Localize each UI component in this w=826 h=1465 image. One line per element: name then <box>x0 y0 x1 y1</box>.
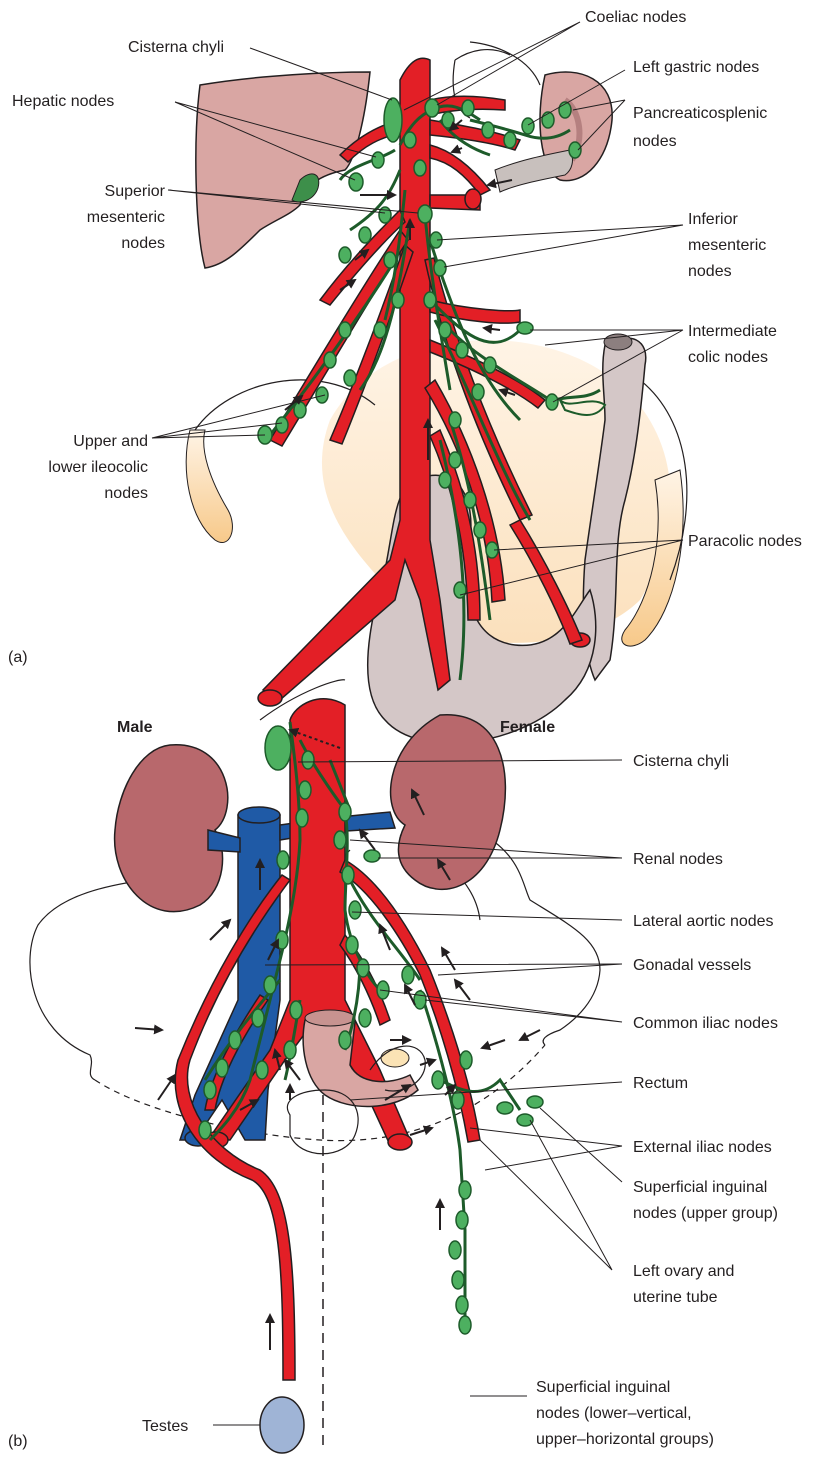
label-superior-mesenteric-2: mesenteric <box>87 209 165 226</box>
label-cisterna-chyli-b: Cisterna chyli <box>633 753 729 770</box>
label-pancreaticosplenic-1: Pancreaticosplenic <box>633 105 767 122</box>
liver <box>196 72 370 268</box>
label-inferior-mesenteric-3: nodes <box>688 263 732 280</box>
panel-a: Coeliac nodes Cisterna chyli Left gastri… <box>8 9 802 743</box>
label-gonadal-vessels: Gonadal vessels <box>633 957 751 974</box>
label-superficial-inguinal-lower-2: nodes (lower–vertical, <box>536 1405 692 1422</box>
label-rectum: Rectum <box>633 1075 688 1092</box>
label-intermediate-colic-2: colic nodes <box>688 349 768 366</box>
label-superior-mesenteric-3: nodes <box>121 235 165 252</box>
label-pancreaticosplenic-2: nodes <box>633 133 677 150</box>
label-male: Male <box>117 719 153 736</box>
label-left-ovary-1: Left ovary and <box>633 1263 734 1280</box>
label-superficial-inguinal-lower-3: upper–horizontal groups) <box>536 1431 714 1448</box>
label-renal-nodes: Renal nodes <box>633 851 723 868</box>
label-left-gastric-nodes: Left gastric nodes <box>633 59 759 76</box>
label-left-ovary-2: uterine tube <box>633 1289 718 1306</box>
label-paracolic-nodes: Paracolic nodes <box>688 533 802 550</box>
label-external-iliac-nodes: External iliac nodes <box>633 1139 772 1156</box>
label-testes: Testes <box>142 1418 188 1435</box>
label-ileocolic-1: Upper and <box>73 433 148 450</box>
label-hepatic-nodes: Hepatic nodes <box>12 93 114 110</box>
kidney-right <box>391 715 506 890</box>
label-cisterna-chyli-a: Cisterna chyli <box>128 39 224 56</box>
pancreas <box>495 150 572 192</box>
label-female: Female <box>500 719 555 736</box>
label-inferior-mesenteric-1: Inferior <box>688 211 738 228</box>
panel-a-letter: (a) <box>8 649 28 666</box>
label-superficial-inguinal-upper-2: nodes (upper group) <box>633 1205 778 1222</box>
panel-b-letter: (b) <box>8 1433 28 1450</box>
testes <box>260 1397 304 1453</box>
label-ileocolic-2: lower ileocolic <box>48 459 148 476</box>
label-superior-mesenteric-1: Superior <box>105 183 166 200</box>
panel-b: Male Female Cisterna chyli Renal nodes L… <box>8 680 778 1453</box>
label-lateral-aortic-nodes: Lateral aortic nodes <box>633 913 774 930</box>
label-ileocolic-3: nodes <box>104 485 148 502</box>
label-inferior-mesenteric-2: mesenteric <box>688 237 766 254</box>
label-common-iliac-nodes: Common iliac nodes <box>633 1015 778 1032</box>
label-superficial-inguinal-upper-1: Superficial inguinal <box>633 1179 767 1196</box>
label-coeliac-nodes: Coeliac nodes <box>585 9 686 26</box>
label-superficial-inguinal-lower-1: Superficial inguinal <box>536 1379 670 1396</box>
appendix-left <box>186 430 232 543</box>
label-intermediate-colic-1: Intermediate <box>688 323 777 340</box>
left-ovary <box>381 1049 409 1067</box>
kidney-left <box>115 745 228 912</box>
